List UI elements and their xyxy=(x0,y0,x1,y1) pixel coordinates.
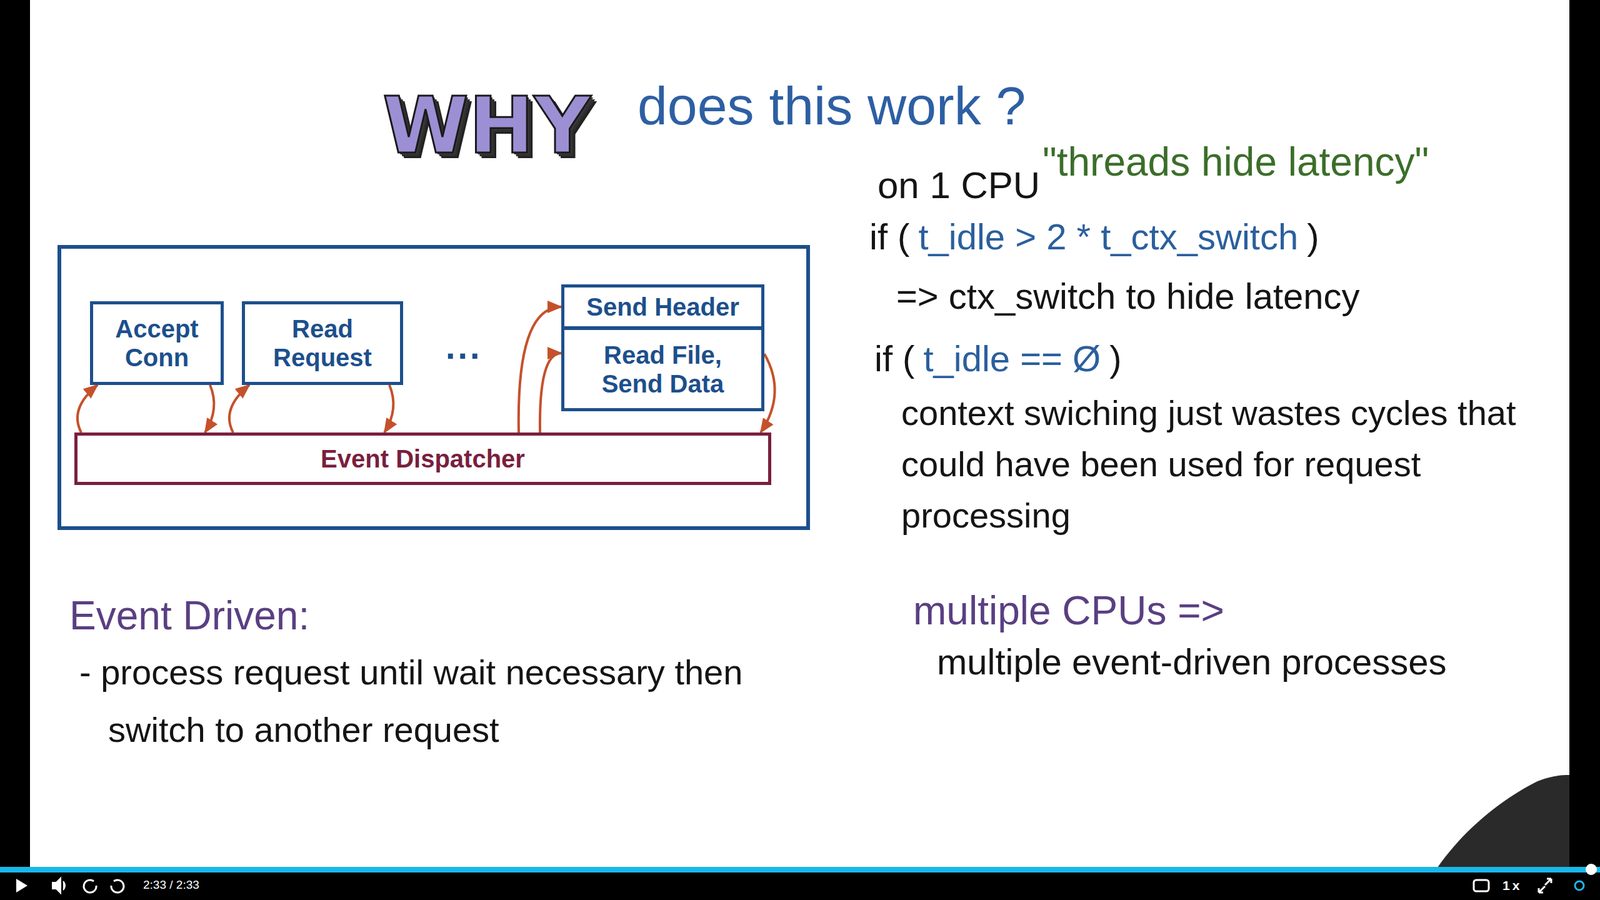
section-heading: Event Driven: xyxy=(69,592,310,639)
note-text: => ctx_switch to hide latency xyxy=(896,275,1360,317)
condition-part: ) xyxy=(1109,337,1122,380)
handler-box: Accept Conn xyxy=(90,301,224,385)
quote-text: "threads hide latency" xyxy=(1042,138,1429,185)
event-arrow xyxy=(518,306,562,433)
forward-icon xyxy=(111,880,124,893)
note-text: multiple event-driven processes xyxy=(936,640,1447,683)
dispatcher-band: Event Dispatcher xyxy=(74,432,772,485)
logo-icon xyxy=(1575,881,1584,890)
condition-part: t_idle > 2 * t_ctx_switch xyxy=(918,215,1299,258)
condition-row: if (t_idle > 2 * t_ctx_switch) xyxy=(869,215,1319,258)
volume-icon xyxy=(52,878,65,894)
box-label: Send Header xyxy=(586,292,740,322)
title-question: does this work ? xyxy=(637,75,1026,137)
box-label-group: Read Request xyxy=(253,314,392,372)
progress-knob xyxy=(1585,863,1597,875)
fullscreen-icon xyxy=(1538,878,1552,893)
event-arrow xyxy=(205,385,214,433)
rewind-icon xyxy=(83,880,97,893)
box-label-group: Event Dispatcher xyxy=(320,444,525,474)
right-strip xyxy=(1569,0,1600,900)
ellipsis: ... xyxy=(445,326,483,367)
box-label: Read Request xyxy=(253,314,392,372)
pen-shadow xyxy=(1437,775,1570,868)
box-label: Accept Conn xyxy=(101,314,212,372)
handler-box: Send Header xyxy=(561,284,765,330)
handler-box: Read Request xyxy=(241,301,404,385)
box-label-group: Read File, Send Data xyxy=(573,340,753,399)
speed-setting: 1x xyxy=(1502,878,1522,894)
box-label-group: Accept Conn xyxy=(101,314,212,372)
condition-part: if ( xyxy=(869,215,910,258)
condition-part: ) xyxy=(1306,215,1319,258)
event-arrow xyxy=(229,385,250,433)
box-label-group: Send Header xyxy=(586,292,740,322)
left-strip xyxy=(0,0,30,900)
note-paragraph: context swiching just wastes cycles that… xyxy=(901,387,1564,542)
condition-row: if (t_idle == Ø) xyxy=(874,337,1122,380)
box-label: Event Dispatcher xyxy=(320,444,525,474)
play-icon xyxy=(16,878,28,893)
event-arrow xyxy=(384,385,394,433)
player-bar xyxy=(0,867,1600,900)
outer-frame xyxy=(59,246,809,529)
progress-bar xyxy=(0,866,1600,873)
handler-box: Read File, Send Data xyxy=(561,326,765,412)
title-word: WHY xyxy=(382,80,591,171)
event-arrow xyxy=(540,353,562,433)
captions-icon xyxy=(1473,880,1489,892)
note-paragraph: - process request until wait necessary t… xyxy=(79,643,830,759)
section-heading: multiple CPUs => xyxy=(913,587,1225,634)
time-readout: 2:33 / 2:33 xyxy=(143,878,200,892)
event-arrow xyxy=(77,385,98,433)
box-label: Read File, Send Data xyxy=(573,340,753,399)
condition-part: if ( xyxy=(874,337,915,380)
condition-part: t_idle == Ø xyxy=(923,337,1101,380)
note-text: on 1 CPU xyxy=(877,163,1040,207)
